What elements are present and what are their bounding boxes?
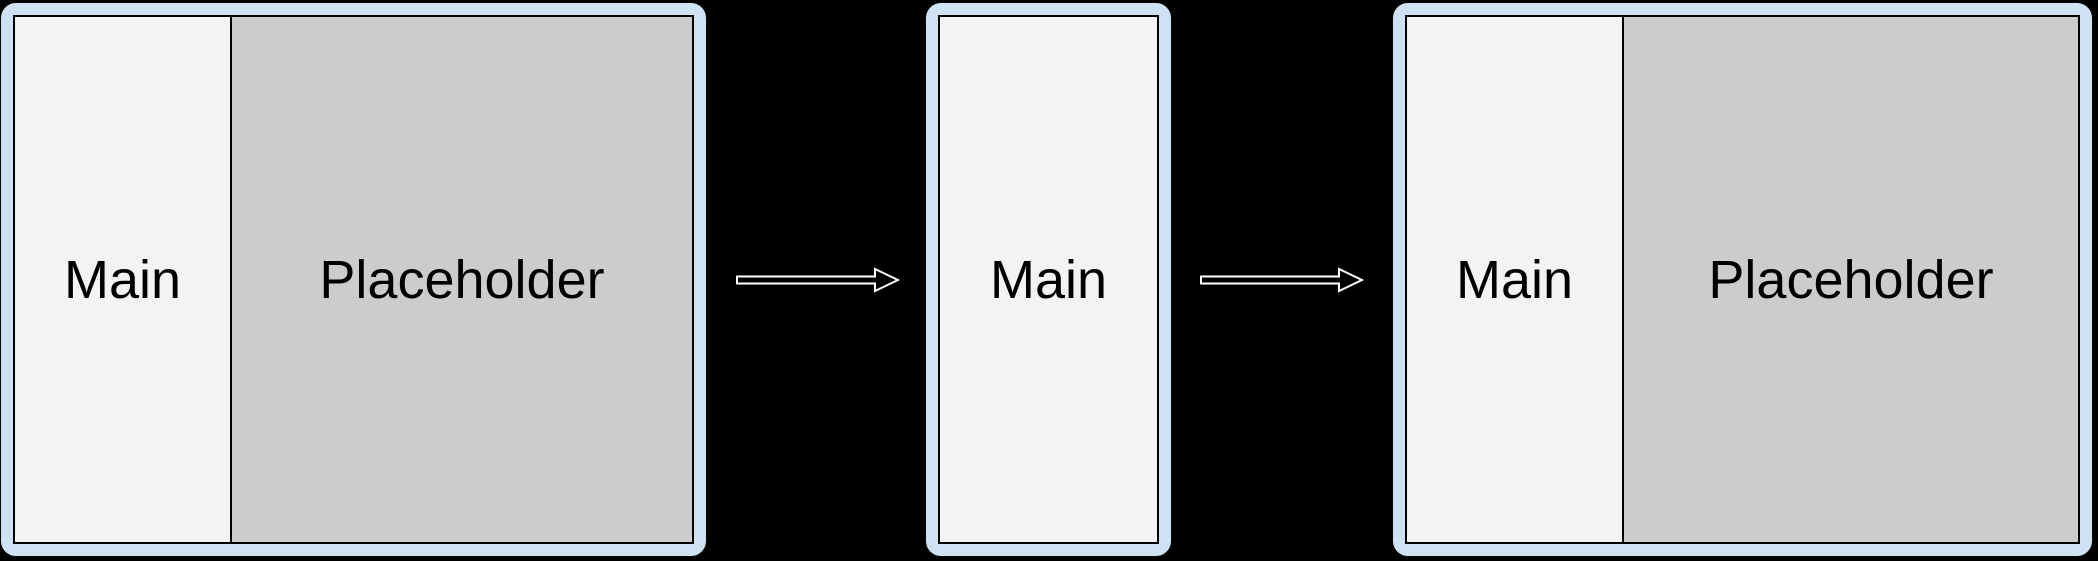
right-arrow-icon — [736, 267, 901, 293]
main-region: Main — [938, 15, 1159, 544]
placeholder-region: Placeholder — [1622, 15, 2080, 544]
placeholder-region-label: Placeholder — [1708, 249, 1994, 310]
main-region-label: Main — [63, 249, 182, 310]
transition-arrow-1 — [736, 258, 901, 307]
right-arrow-icon — [1200, 267, 1365, 293]
placeholder-region: Placeholder — [230, 15, 694, 544]
placeholder-region-label: Placeholder — [319, 249, 605, 310]
panel-expanded-after: Main Placeholder — [1392, 2, 2093, 557]
main-region-label: Main — [1455, 249, 1574, 310]
main-region: Main — [13, 15, 232, 544]
main-region-label: Main — [989, 249, 1108, 310]
main-region: Main — [1405, 15, 1624, 544]
transition-arrow-2 — [1200, 258, 1365, 307]
panel-expanded-before: Main Placeholder — [0, 2, 707, 557]
panel-collapsed: Main — [925, 2, 1172, 557]
